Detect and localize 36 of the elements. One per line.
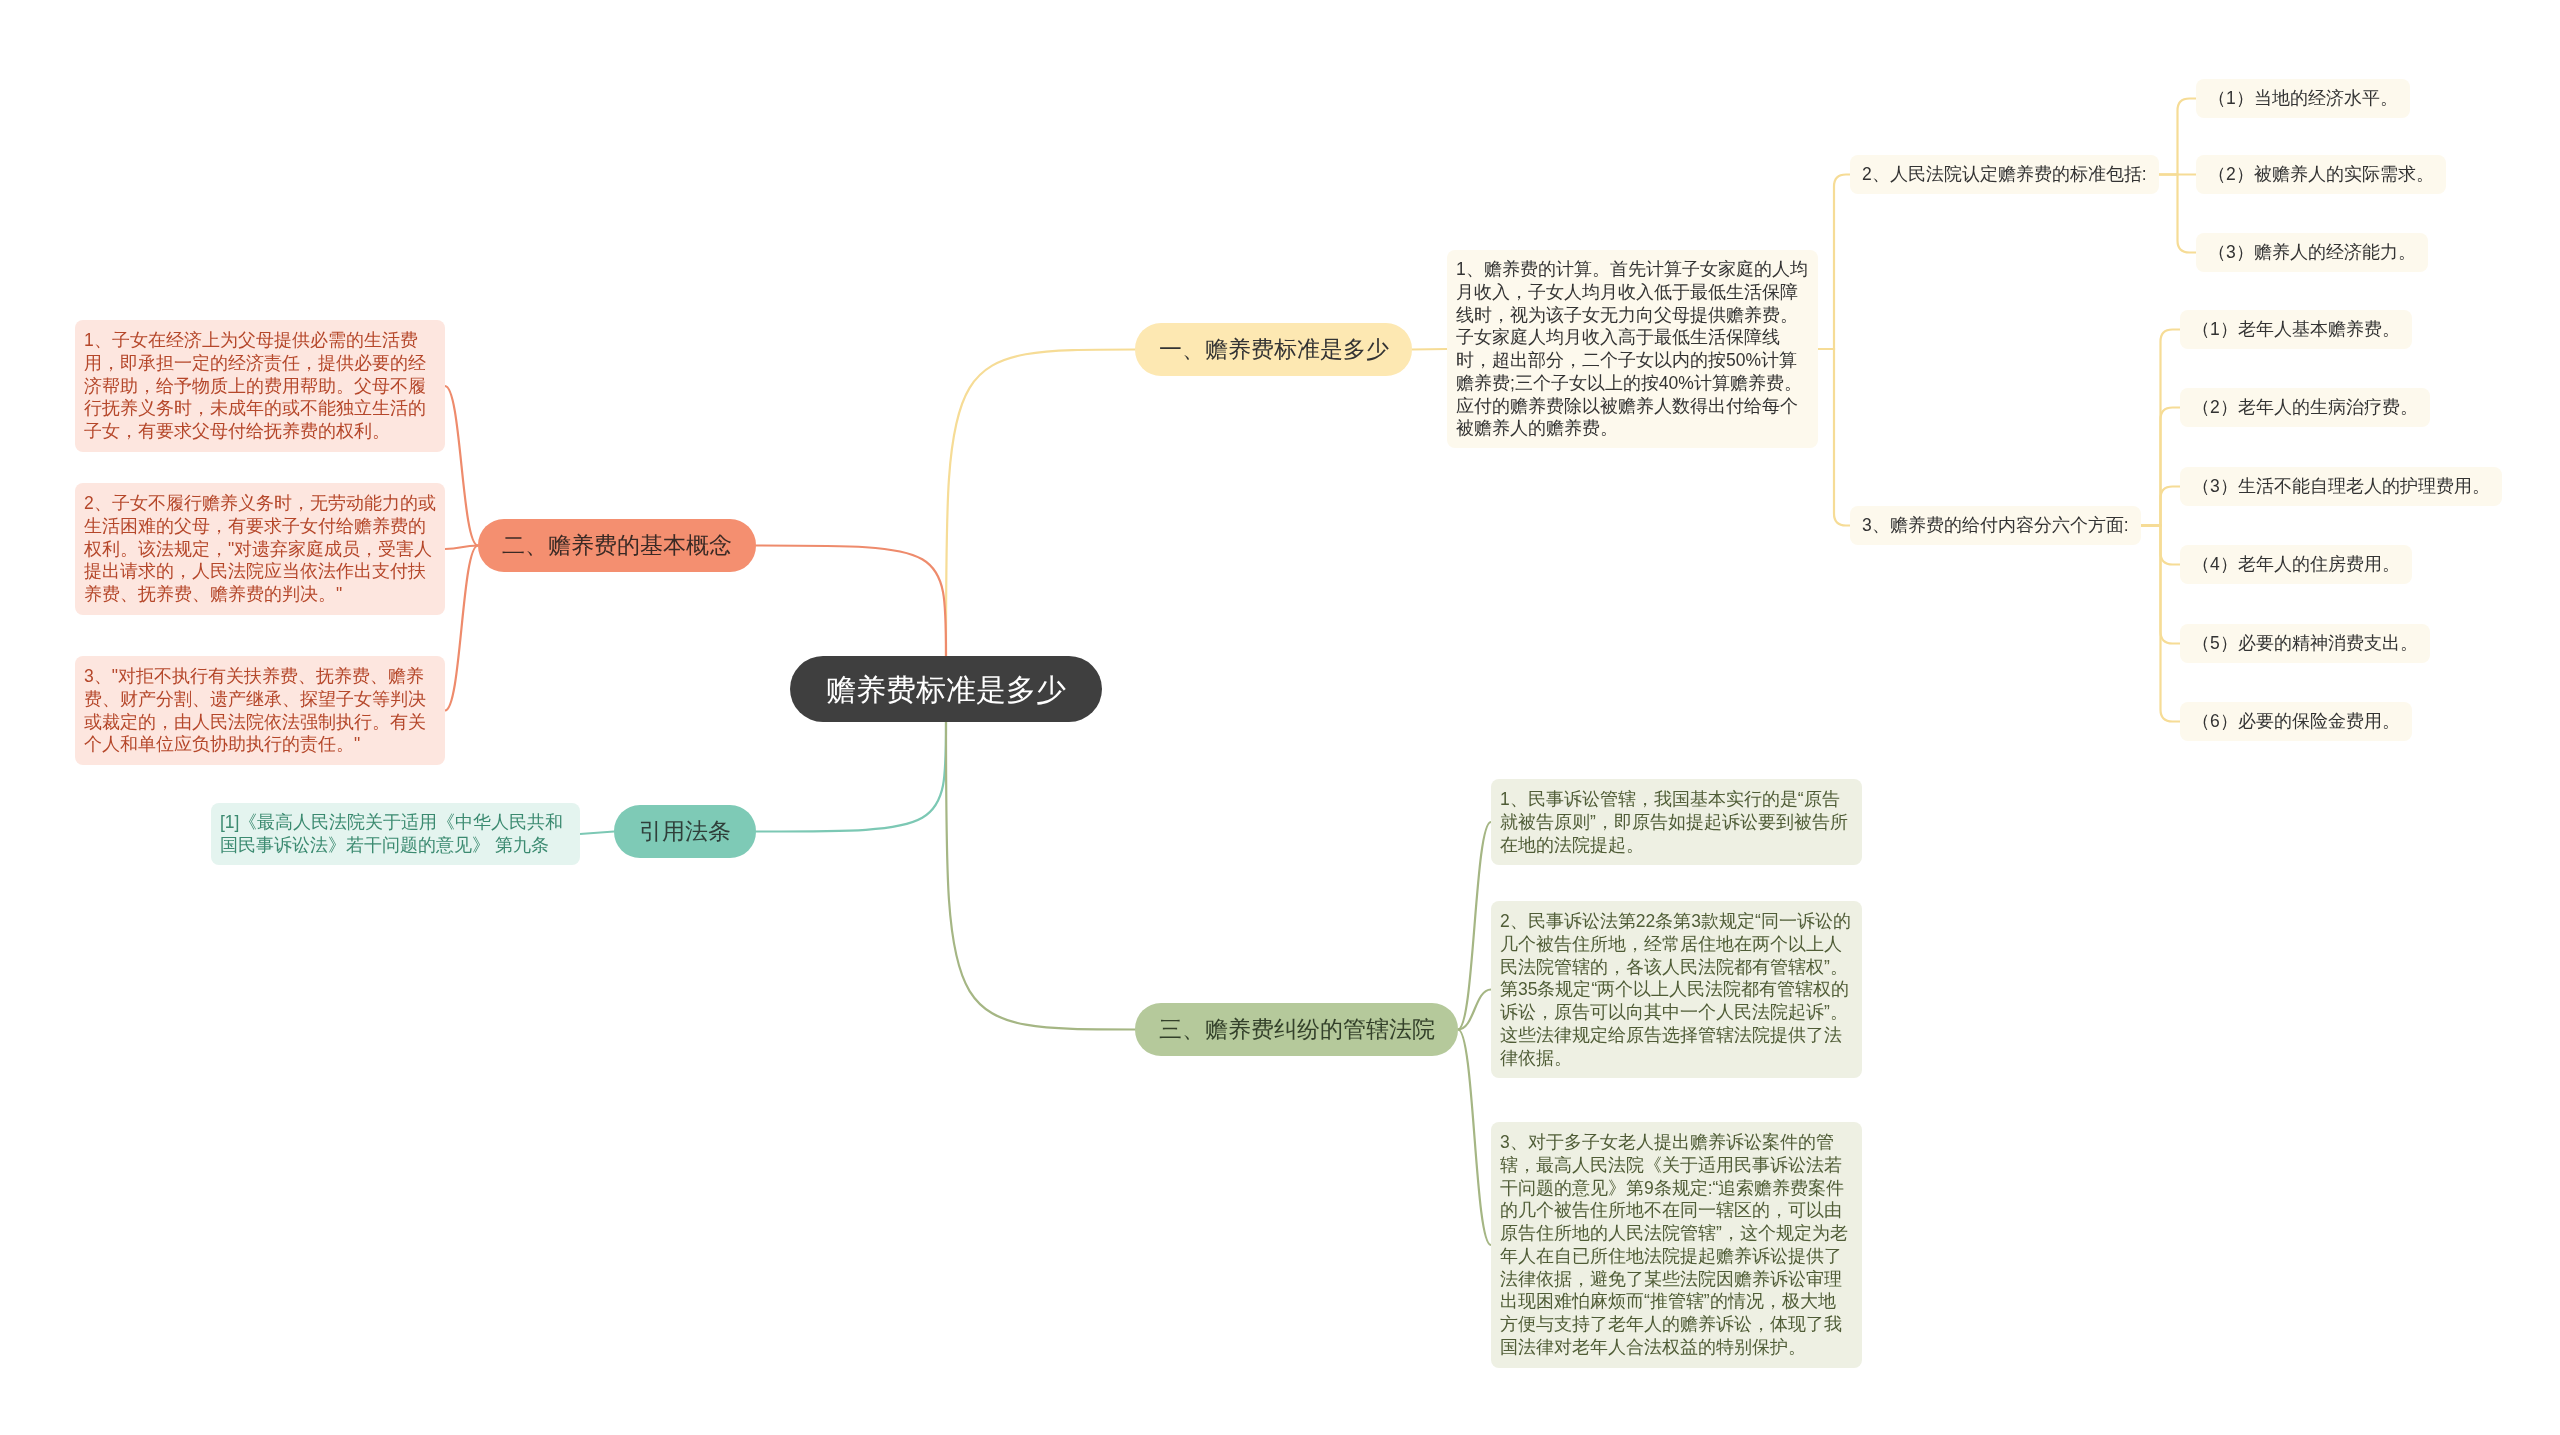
item-card: 3、赡养费的给付内容分六个方面: [1850, 506, 2141, 545]
connector-line [1412, 347, 1447, 351]
connector-line [1457, 821, 1492, 1031]
text-card: 1、赡养费的计算。首先计算子女家庭的人均月收入，子女人均月收入低于最低生活保障线时，视为该子女无力向父母提供赡养费。子女家庭人均月收入高于最低生活保障线时，超出部分，二个子女以内的按50%计算赡养费;三个子女以上的按40%计算赡养费。应付的赡养费除以被赡养人数得出付给每个被赡养人的赡养费。 [1447, 250, 1818, 448]
item-card: （3）赡养人的经济能力。 [2196, 233, 2428, 272]
item-card: （2）被赡养人的实际需求。 [2196, 155, 2446, 194]
item-card: （2）老年人的生病治疗费。 [2180, 388, 2430, 427]
connector-line [944, 722, 1135, 1031]
connector-line [1457, 988, 1492, 1031]
item-card: （6）必要的保险金费用。 [2180, 702, 2412, 741]
topic-box: 二、赡养费的基本概念 [478, 519, 756, 572]
item-card: （1）老年人基本赡养费。 [2180, 310, 2412, 349]
topic-box: 引用法条 [614, 805, 756, 858]
item-card: （5）必要的精神消费支出。 [2180, 624, 2430, 663]
text-card: 2、子女不履行赡养义务时，无劳动能力的或生活困难的父母，有要求子女付给赡养费的权利。该法规定，"对遗弃家庭成员，受害人提出请求的，人民法院应当依法作出支付扶养费、抚养费、赡养费的判决。" [75, 483, 445, 615]
topic-box: 一、赡养费标准是多少 [1135, 323, 1412, 376]
text-card: 3、对于多子女老人提出赡养诉讼案件的管辖，最高人民法院《关于适用民事诉讼法若干问题的意见》第9条规定:“追索赡养费案件的几个被告住所地不在同一辖区的，可以由原告住所地的人民法院管辖”，这个规定为老年人在自已所住地法院提起赡养诉讼提供了法律依据，避免了某些法院因赡养诉讼审理出现困难怕麻烦而“推管辖”的情况，极大地方便与支持了老年人的赡养诉讼，体现了我国法律对老年人合法权益的特别保护。 [1491, 1122, 1862, 1368]
text-card: [1]《最高人民法院关于适用《中华人民共和国民事诉讼法》若干问题的意见》 第九条 [211, 803, 580, 865]
item-card: （1）当地的经济水平。 [2196, 79, 2410, 118]
text-card: 2、民事诉讼法第22条第3款规定“同一诉讼的几个被告住所地，经常居住地在两个以上人民法院管辖的，各该人民法院都有管辖权”。第35条规定“两个以上人民法院都有管辖权的诉讼，原告可以向其中一个人民法院起诉”。这些法律规定给原告选择管辖法院提供了法律依据。 [1491, 901, 1862, 1079]
connector-line [2141, 524, 2180, 723]
connector-line [445, 544, 478, 551]
item-card: （4）老年人的住房费用。 [2180, 545, 2412, 584]
connector-line [756, 544, 948, 656]
item-card: （3）生活不能自理老人的护理费用。 [2180, 467, 2502, 506]
connector-line [444, 385, 479, 547]
text-card: 3、"对拒不执行有关扶养费、抚养费、赡养费、财产分割、遗产继承、探望子女等判决或裁定的，由人民法院依法强制执行。有关个人和单位应负协助执行的责任。" [75, 656, 445, 765]
text-card: 1、子女在经济上为父母提供必需的生活费用，即承担一定的经济责任，提供必要的经济帮助，给予物质上的费用帮助。父母不履行抚养义务时，未成年的或不能独立生活的子女，有要求父母付给抚养费的权利。 [75, 320, 445, 452]
connector-line [1457, 1028, 1492, 1246]
item-card: 2、人民法院认定赡养费的标准包括: [1850, 155, 2159, 194]
root-topic: 赡养费标准是多少 [790, 656, 1102, 722]
topic-box: 三、赡养费纠纷的管辖法院 [1135, 1003, 1458, 1056]
connector-line [2159, 173, 2196, 254]
connector-line [444, 544, 479, 712]
text-card: 1、民事诉讼管辖，我国基本实行的是“原告就被告原则”，即原告如提起诉讼要到被告所在地的法院提起。 [1491, 779, 1862, 866]
connector-line [579, 830, 615, 836]
